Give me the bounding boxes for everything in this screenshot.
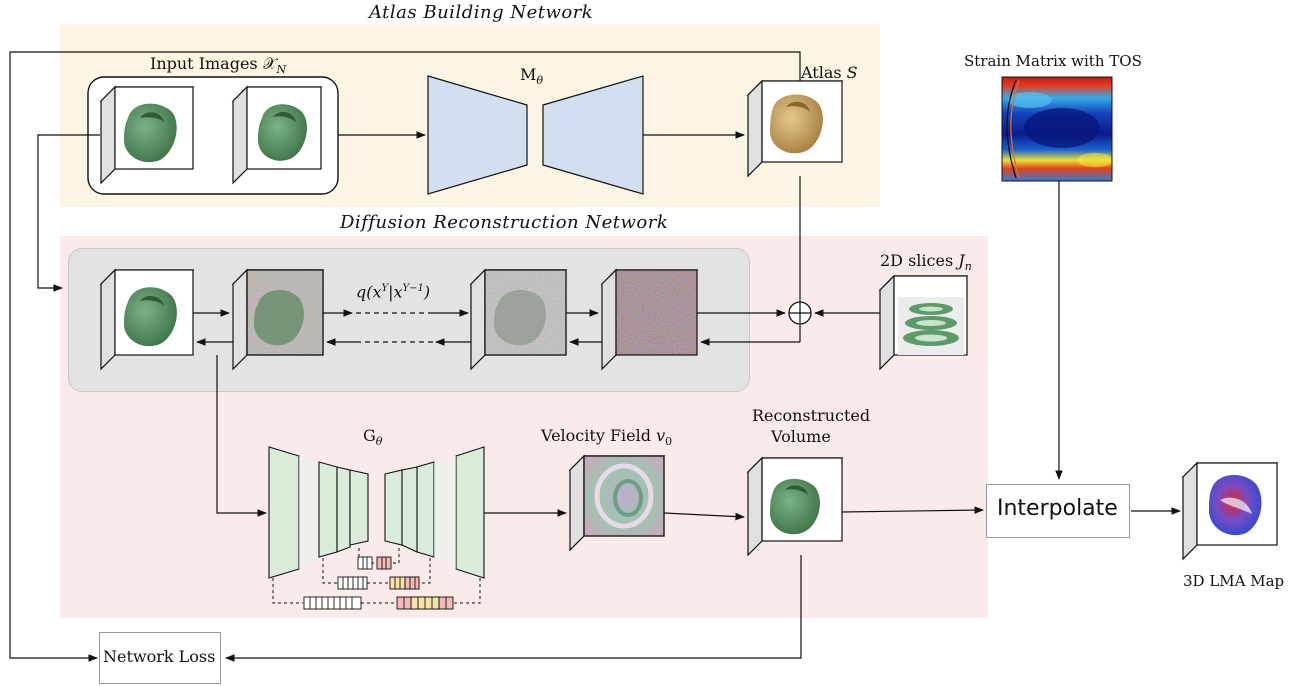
- m-theta-label: Mθ: [520, 65, 544, 88]
- atlas-network-title: Atlas Building Network: [369, 2, 594, 23]
- m-theta-encoder: [427, 75, 528, 195]
- lma-map-cube: [1181, 461, 1279, 561]
- strain-matrix-image: [1001, 76, 1113, 182]
- concat-circle-icon: [788, 301, 812, 325]
- atlas-cube: [746, 79, 844, 178]
- interpolate-box: [986, 484, 1130, 538]
- g-theta-unet: [268, 446, 485, 579]
- velocity-field-cube: [568, 454, 666, 552]
- input-image-cube-2: [231, 85, 323, 185]
- velocity-field-label: Velocity Field v0: [541, 426, 673, 449]
- strain-matrix-label: Strain Matrix with TOS: [964, 52, 1142, 70]
- reconstructed-volume-label-line1: Reconstructed: [752, 406, 871, 425]
- diffusion-equation-label: q(xY|xY−1): [356, 282, 431, 302]
- atlas-label: Atlas S: [801, 63, 858, 82]
- reconstructed-volume-cube: [746, 456, 844, 557]
- diffusion-cube-noisy-1: [231, 268, 325, 371]
- diffusion-cube-clean: [99, 268, 195, 371]
- diffusion-cube-noisy-2: [469, 268, 568, 371]
- interpolate-label: Interpolate: [997, 496, 1118, 521]
- skip-feature-blocks: [303, 556, 454, 610]
- slices-2d-cube: [878, 274, 969, 371]
- input-image-cube-1: [99, 85, 195, 185]
- input-images-label: Input Images 𝒳N: [150, 54, 287, 77]
- diffusion-network-title: Diffusion Reconstruction Network: [340, 212, 669, 233]
- diffusion-cube-pure-noise: [600, 268, 699, 371]
- lma-map-label: 3D LMA Map: [1183, 572, 1285, 590]
- m-theta-decoder: [542, 75, 644, 195]
- slices-2d-label: 2D slices Jn: [880, 251, 972, 274]
- network-loss-label: Network Loss: [103, 647, 216, 666]
- network-loss-box: [99, 632, 221, 684]
- g-theta-label: Gθ: [363, 426, 383, 449]
- reconstructed-volume-label-line2: Volume: [771, 427, 831, 446]
